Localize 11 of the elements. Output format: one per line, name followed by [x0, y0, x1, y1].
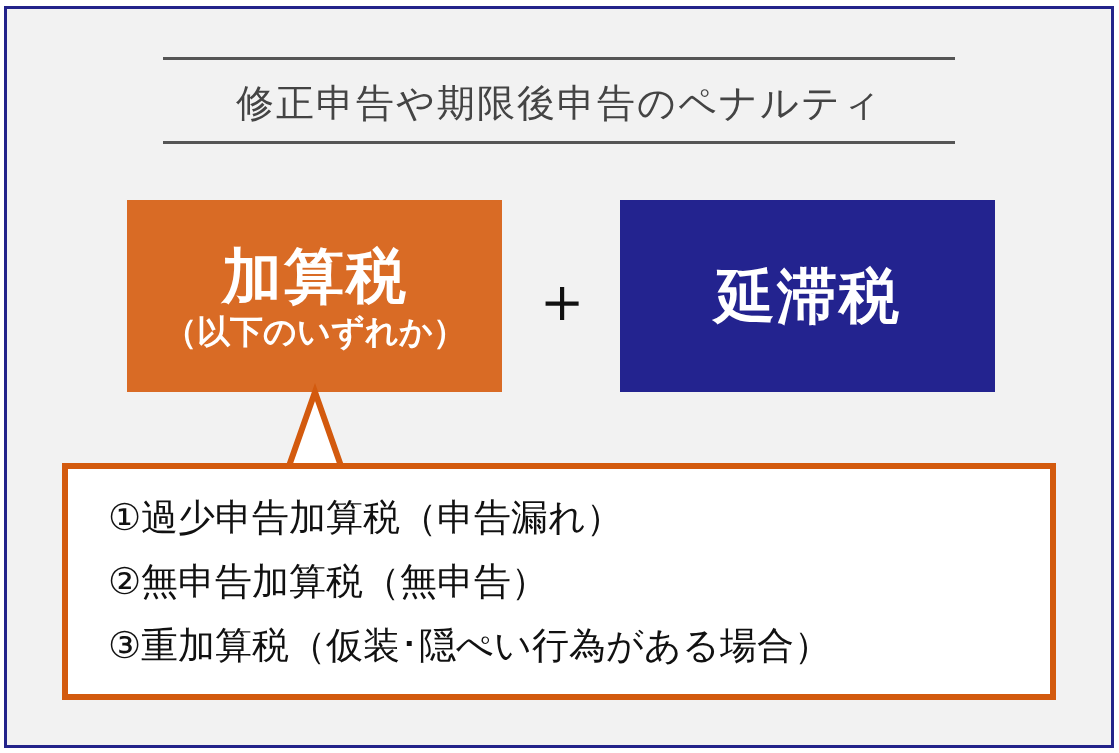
box-heading: 加算税 — [221, 240, 408, 312]
tax-box — [127, 200, 502, 392]
list-item: ③重加算税（仮装･隠ぺい行為がある場合） — [108, 622, 832, 669]
plus-sign: ＋ — [530, 262, 590, 338]
box-subtitle: （以下のいずれか） — [163, 312, 466, 352]
box-heading: 延滞税 — [714, 260, 901, 332]
callout-box — [62, 463, 1056, 700]
tax-box — [620, 200, 995, 392]
list-item: ②無申告加算税（無申告） — [108, 558, 549, 605]
list-item: ①過少申告加算税（申告漏れ） — [108, 494, 624, 541]
title: 修正申告や期限後申告のペナルティ — [234, 80, 884, 126]
